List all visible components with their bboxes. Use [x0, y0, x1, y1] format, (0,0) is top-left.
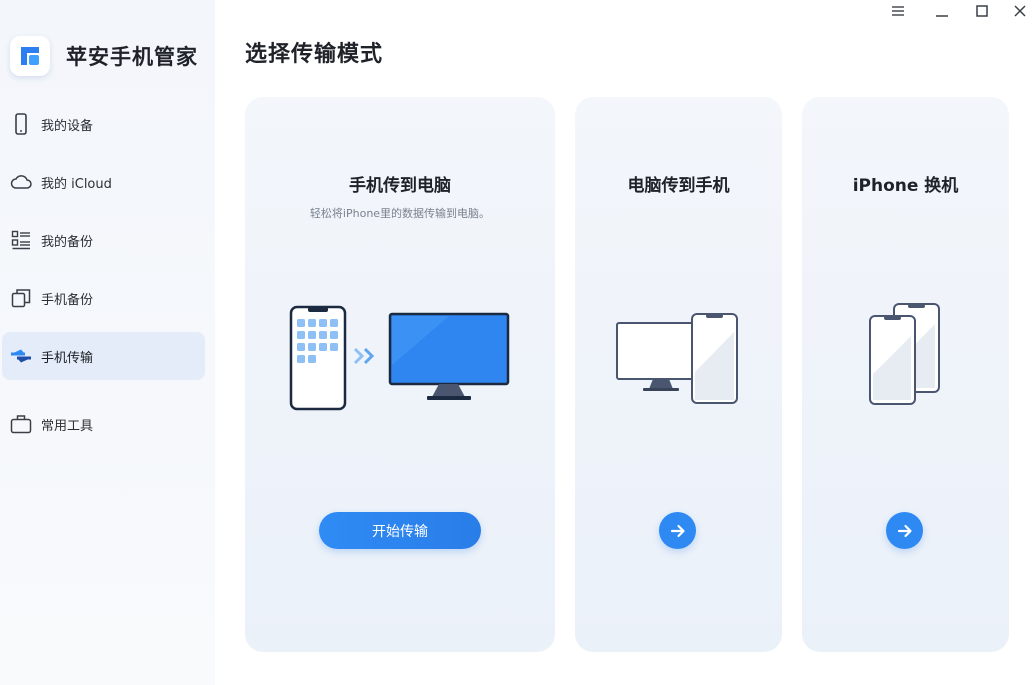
close-icon[interactable] — [1006, 0, 1032, 22]
app-name: 苹安手机管家 — [66, 45, 198, 69]
sidebar-item-label: 我的备份 — [41, 234, 94, 250]
sidebar-item-common-tools[interactable]: 常用工具 — [2, 400, 205, 448]
sidebar-item-label: 手机传输 — [41, 350, 94, 366]
phone-icon — [10, 113, 32, 135]
copy-icon — [10, 287, 32, 309]
sidebar-item-my-icloud[interactable]: 我的 iCloud — [2, 158, 205, 206]
arrow-right-icon — [897, 524, 912, 537]
pc-to-phone-illustration — [615, 312, 741, 410]
brand: 苹安手机管家 — [10, 36, 198, 76]
toolbox-icon — [10, 413, 32, 435]
pc-to-phone-go-button[interactable] — [659, 512, 696, 549]
card-title: iPhone 换机 — [852, 176, 959, 196]
card-subtitle: 轻松将iPhone里的数据传输到电脑。 — [309, 207, 491, 220]
card-pc-to-phone[interactable]: 电脑传到手机 — [575, 97, 782, 652]
sidebar-item-label: 我的 iCloud — [41, 176, 112, 192]
arrow-right-icon — [670, 524, 685, 537]
sidebar-item-label: 常用工具 — [41, 418, 94, 434]
cloud-icon — [10, 171, 32, 193]
sidebar-item-phone-transfer[interactable]: 手机传输 — [2, 332, 205, 380]
page-title: 选择传输模式 — [245, 42, 384, 67]
minimize-icon[interactable] — [928, 0, 956, 22]
menu-icon[interactable] — [884, 0, 912, 22]
sidebar-item-label: 我的设备 — [41, 118, 94, 134]
transfer-icon — [10, 345, 32, 367]
list-icon — [10, 229, 32, 251]
card-phone-to-pc[interactable]: 手机传到电脑 轻松将iPhone里的数据传输到电脑。 开始传输 — [245, 97, 555, 652]
sidebar-item-my-backups[interactable]: 我的备份 — [2, 216, 205, 264]
start-transfer-button[interactable]: 开始传输 — [319, 512, 481, 549]
iphone-switch-go-button[interactable] — [886, 512, 923, 549]
card-title: 电脑传到手机 — [627, 176, 730, 196]
sidebar-item-label: 手机备份 — [41, 292, 94, 308]
sidebar-item-phone-backup[interactable]: 手机备份 — [2, 274, 205, 322]
sidebar: 苹安手机管家 我的设备 我的 iCloud 我的备份 手机备份 手机传输 — [0, 0, 215, 685]
sidebar-item-my-devices[interactable]: 我的设备 — [2, 100, 205, 148]
iphone-switch-illustration — [868, 302, 944, 410]
maximize-icon[interactable] — [968, 0, 996, 22]
phone-to-pc-illustration — [289, 305, 513, 417]
card-iphone-switch[interactable]: iPhone 换机 — [802, 97, 1009, 652]
card-title: 手机传到电脑 — [349, 176, 451, 196]
app-logo-icon — [10, 36, 50, 76]
